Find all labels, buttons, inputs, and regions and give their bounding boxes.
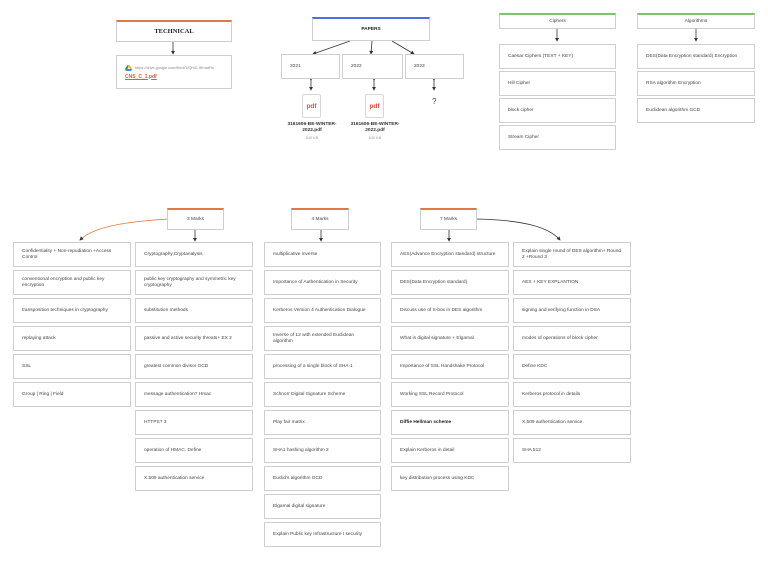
topic-card[interactable]: message authentication? Hmac xyxy=(135,382,253,407)
technical-title: TECHNICAL xyxy=(154,27,194,35)
marks7-title: 7 Marks xyxy=(439,216,458,222)
topic-card[interactable]: HTTPS? 3 xyxy=(135,410,253,435)
algorithms-title: Algorithms xyxy=(684,18,708,24)
topic-card[interactable]: Inverse of 12 with extended Euclidean al… xyxy=(264,326,381,351)
drive-link-url[interactable]: https://drive.google.com/file/d/1fQhIG-9… xyxy=(135,65,215,70)
ciphers-title: Ciphers xyxy=(549,18,566,24)
topic-card[interactable]: passive and active security threats+ EX … xyxy=(135,326,253,351)
topic-card[interactable]: greatest common divisor GCD xyxy=(135,354,253,379)
year-label: 2022 xyxy=(351,63,362,69)
topic-card[interactable]: DES(Data Encryption standard) Encryption xyxy=(637,44,755,69)
google-drive-icon xyxy=(125,64,132,71)
topic-card[interactable]: key distribution process using KDC xyxy=(391,466,509,491)
topic-card[interactable]: X.509 authentication service xyxy=(513,410,631,435)
topic-card[interactable]: Explain Public key Infrastructure I secu… xyxy=(264,522,381,547)
topic-card[interactable]: Explain Kerberos in detail xyxy=(391,438,509,463)
topic-card[interactable]: X.509 authentication service xyxy=(135,466,253,491)
papers-title: PAPERS xyxy=(361,26,381,32)
year-label: 2023 xyxy=(414,63,425,69)
topic-card[interactable]: public key cryptography and symmetric ke… xyxy=(135,270,253,295)
topic-card[interactable]: Caesar Ciphers (TEXT + KEY) xyxy=(499,44,616,69)
topic-card[interactable]: Play fair matrix xyxy=(264,410,381,435)
arrow-papers-2022 xyxy=(369,40,374,55)
technical-header[interactable]: TECHNICAL xyxy=(116,20,232,42)
topic-card[interactable]: SHA 512 xyxy=(513,438,631,463)
topic-card[interactable]: signing and verifying function in DSA xyxy=(513,298,631,323)
marks3-header[interactable]: 3 Marks xyxy=(167,208,224,230)
marks3-title: 3 Marks xyxy=(186,216,205,222)
pdf-file-name[interactable]: 3161606-BE-WINTER-2022.pdf xyxy=(287,122,337,133)
pdf-file-size: 640 KB xyxy=(305,136,319,140)
topic-card[interactable]: Euclid's algorithm GCD xyxy=(264,466,381,491)
topic-card[interactable]: Importance of SSL Handshake Protocol xyxy=(391,354,509,379)
topic-card[interactable]: Diffie Hellman scheme xyxy=(391,410,509,435)
ciphers-header[interactable]: Ciphers xyxy=(499,13,616,29)
marks4-title: 4 Marks xyxy=(311,216,329,222)
arrow-papers-2021 xyxy=(312,40,351,55)
topic-card[interactable]: Explain single round of DES algorithm+ R… xyxy=(513,242,631,267)
pdf-file-icon[interactable]: pdf xyxy=(302,94,321,118)
topic-card[interactable]: Importance of Authentication in Security xyxy=(264,270,381,295)
topic-card[interactable]: Elgamal digital signature xyxy=(264,494,381,519)
marks4-header[interactable]: 4 Marks xyxy=(291,208,349,230)
topic-card[interactable]: modes of operations of block cipher xyxy=(513,326,631,351)
pdf-file-size: 640 KB xyxy=(368,136,382,140)
topic-card[interactable]: conventional encryption and public key e… xyxy=(13,270,131,295)
topic-card[interactable]: transposition techniques in cryptography xyxy=(13,298,131,323)
topic-card[interactable]: AES(Advance Encryption standard) structu… xyxy=(391,242,509,267)
topic-card[interactable]: multiplicative inverse xyxy=(264,242,381,267)
pdf-file-icon[interactable]: pdf xyxy=(365,94,384,118)
topic-card[interactable]: block cipher xyxy=(499,98,616,123)
topic-card[interactable]: Group | Ring | Field xyxy=(13,382,131,407)
topic-card[interactable]: Kerberos Version 4 Authentication Dialog… xyxy=(264,298,381,323)
topic-card[interactable]: Hill Cipher xyxy=(499,71,616,96)
year-label: 2021 xyxy=(290,63,301,69)
topic-card[interactable]: Discuss use of S-box in DES algorithm xyxy=(391,298,509,323)
unknown-paper: ? xyxy=(432,97,437,106)
arrow-papers-2023 xyxy=(391,40,415,55)
topic-card[interactable]: Working SSL Record Protocol xyxy=(391,382,509,407)
topic-card[interactable]: What is digital signature + Elgamal xyxy=(391,326,509,351)
topic-card[interactable]: Stream Cipher xyxy=(499,125,616,150)
topic-card[interactable]: Confidentiality + Non-repudiation +Acces… xyxy=(13,242,131,267)
topic-card[interactable]: substitution methods xyxy=(135,298,253,323)
papers-year-2022[interactable]: 2022 xyxy=(342,54,403,79)
technical-link-card[interactable]: https://drive.google.com/file/d/1fQhIG-9… xyxy=(116,55,232,89)
drive-link-row: https://drive.google.com/file/d/1fQhIG-9… xyxy=(125,64,215,71)
topic-card[interactable]: RSA algorithm Encryption xyxy=(637,71,755,96)
topic-card[interactable]: Kerberos protocol in details xyxy=(513,382,631,407)
topic-card[interactable]: replaying attack xyxy=(13,326,131,351)
topic-card[interactable]: AES + KEY EXPLANTION xyxy=(513,270,631,295)
papers-year-2021[interactable]: 2021 xyxy=(281,54,340,79)
marks7-header[interactable]: 7 Marks xyxy=(420,208,477,230)
algorithms-header[interactable]: Algorithms xyxy=(637,13,755,29)
topic-card[interactable]: SHA1 hashing algorithm 2 xyxy=(264,438,381,463)
topic-card[interactable]: SSL xyxy=(13,354,131,379)
papers-header[interactable]: PAPERS xyxy=(312,17,430,41)
topic-card[interactable]: Cryptography,Cryptanalysis xyxy=(135,242,253,267)
arrow-3marks-left xyxy=(79,218,169,241)
topic-card[interactable]: processing of a single block of SHA-1 xyxy=(264,354,381,379)
papers-year-2023[interactable]: 2023 xyxy=(405,54,464,79)
topic-card[interactable]: operation of HMAC. Define xyxy=(135,438,253,463)
pdf-file-name[interactable]: 3161606-BE-WINTER-2022.pdf xyxy=(350,122,400,133)
topic-card[interactable]: DES(Data Encryption standard) xyxy=(391,270,509,295)
arrow-7marks-right xyxy=(476,218,561,241)
topic-card[interactable]: Define KDC xyxy=(513,354,631,379)
drive-link-file[interactable]: CNS_C_1.pdf xyxy=(125,73,157,80)
topic-card[interactable]: Schnorr Digital Signature Scheme xyxy=(264,382,381,407)
topic-card[interactable]: Euclidean algorithm GCD xyxy=(637,98,755,123)
